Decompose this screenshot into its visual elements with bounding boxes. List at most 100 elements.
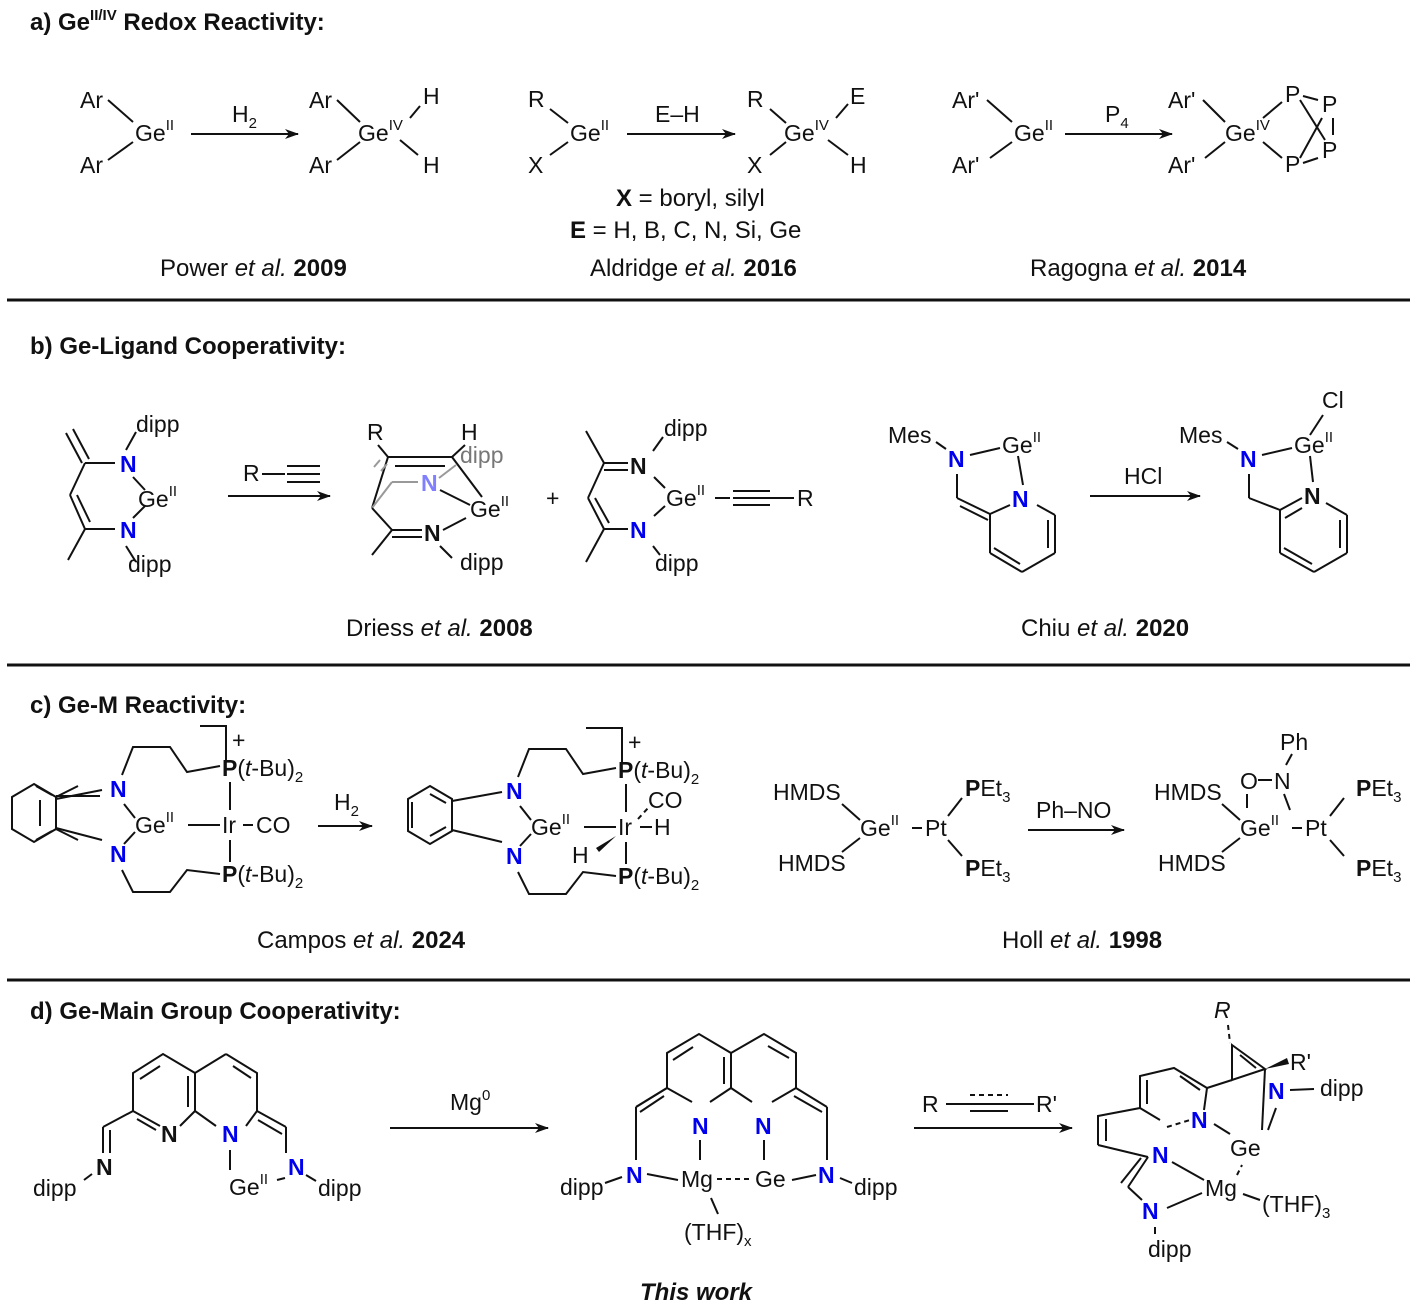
germanium-atom: GeII [1294,429,1333,458]
mesityl-label: Mes [1179,422,1222,448]
nitrogen-atom: N [120,517,137,543]
germanium-atom: GeII [860,812,899,841]
reagent-label: HCl [1124,463,1162,489]
campos-product: N N GeII P(t-Bu)2 P(t-Bu)2 Ir CO H H + [407,727,699,895]
reagent-label: Mg0 [450,1087,490,1115]
phosphorus-atom: P [1322,137,1337,163]
germanium-atom: GeII [666,482,705,511]
substituent-ar-prime: Ar' [952,87,979,113]
nitrogen-atom: N [630,453,647,479]
germanium-atom: GeII [138,483,177,512]
substituent-ar-prime: Ar' [1168,87,1195,113]
germanium-atom: GeIV [1225,117,1270,146]
carbonyl-ligand: CO [648,787,683,813]
substituent-ar-prime: Ar' [1168,152,1195,178]
iridium-atom: Ir [618,814,632,840]
citation-aldridge: Aldridge et al. 2016 [590,255,797,282]
section-c-heading: c) Ge-M Reactivity: [30,692,246,719]
nitrogen-atom: N [948,446,965,472]
dipp-label: dipp [460,442,503,468]
substituent-r: R [367,419,384,445]
reagent-label: H2 [232,101,257,132]
substituent-r: R [243,460,260,486]
section-c: c) Ge-M Reactivity: N N GeII P(t-Bu)2 P(… [11,692,1401,954]
nitrogen-atom: N [755,1113,772,1139]
hmds-label: HMDS [1158,850,1226,876]
dipp-label: dipp [664,415,707,441]
nitrogen-atom: N [1274,768,1291,794]
holl-product: HMDS HMDS GeII Pt O N Ph PEt3 PEt3 [1154,729,1401,886]
ragogna-reaction: Ar' Ar' GeII P4 Ar' Ar' GeIV P P P P Rag… [952,81,1337,282]
citation-chiu: Chiu et al. 2020 [1021,615,1189,642]
power-reaction: Ar Ar GeII H2 Ar Ar GeIV H H Power et al… [80,83,440,282]
substituent-x: X [747,152,762,178]
hydrogen-atom: H [423,152,440,178]
chlorine-atom: Cl [1322,387,1344,413]
hydrogen-atom: H [850,152,867,178]
nitrogen-atom: N [288,1154,305,1180]
citation-campos: Campos et al. 2024 [257,927,466,954]
hydrogen-atom: H [461,419,478,445]
hmds-label: HMDS [773,779,841,805]
campos-starting-material: N N GeII P(t-Bu)2 P(t-Bu)2 Ir CO + [11,725,303,893]
nitrogen-atom: N [96,1154,113,1180]
substituent-r-prime: R' [1036,1091,1057,1117]
nitrogen-atom: N [1268,1078,1285,1104]
germanium-atom: Ge [1230,1135,1261,1161]
citation-ragogna: Ragogna et al. 2014 [1030,255,1247,282]
phosphine-ligand: PEt3 [1356,855,1401,886]
nitrogen-atom: N [424,520,441,546]
dipp-label: dipp [33,1175,76,1201]
mg-ge-complex: N N N N Mg Ge dipp dipp (THF)x [560,1032,897,1250]
nitrogen-atom: N [110,776,127,802]
citation-holl: Holl et al. 1998 [1002,927,1162,954]
substituent-r: R [528,86,545,112]
phosphorus-atom: P [1285,151,1300,177]
dipp-label: dipp [854,1174,897,1200]
holl-starting-material: HMDS HMDS GeII Pt PEt3 PEt3 [773,775,1010,886]
germanium-atom: GeII [135,809,174,838]
section-d: d) Ge-Main Group Cooperativity: N N N di… [30,997,1363,1306]
germanium-atom: GeII [1002,429,1041,458]
nitrogen-atom: N [1152,1142,1169,1168]
element-e: E [850,83,865,109]
nitrogen-atom: N [1191,1107,1208,1133]
germanium-atom: GeII [229,1171,268,1200]
substituent-ar: Ar [309,152,332,178]
hydride-ligand: H [654,814,671,840]
citation-driess: Driess et al. 2008 [346,615,533,642]
hydrogen-atom: H [423,83,440,109]
definition-x: X = boryl, silyl [616,185,765,212]
platinum-atom: Pt [1305,815,1327,841]
reagent-label: E–H [655,101,700,127]
wedge-bond [596,836,616,852]
oxygen-atom: O [1240,768,1258,794]
nitrogen-atom: N [626,1162,643,1188]
section-a-heading: a) GeII/IV Redox Reactivity: [30,7,325,36]
substituent-r-prime: R' [1290,1049,1311,1075]
reagent-label: H2 [334,789,359,820]
dipp-label: dipp [560,1174,603,1200]
section-b-heading: b) Ge-Ligand Cooperativity: [30,333,346,360]
nitrogen-atom: N [421,470,438,496]
phosphorus-atom: P [1285,81,1300,107]
section-d-heading: d) Ge-Main Group Cooperativity: [30,998,401,1025]
germanium-atom: GeIV [358,117,403,146]
dipp-label: dipp [460,549,503,575]
substituent-ar-prime: Ar' [952,152,979,178]
plus-sign: + [546,485,559,511]
germanium-atom: GeII [531,811,570,840]
phenyl-label: Ph [1280,729,1308,755]
naphthyridine-germylene: N N N dipp GeII N dipp [33,1052,361,1201]
substituent-ar: Ar [80,87,103,113]
substituent-ar: Ar [309,87,332,113]
cationic-charge: + [628,729,641,755]
definition-e: E = H, B, C, N, Si, Ge [570,217,801,244]
citation-power: Power et al. 2009 [160,255,347,282]
substituent-r: R [1214,997,1231,1023]
germanium-atom: GeII [1240,812,1279,841]
nitrogen-atom: N [1012,486,1029,512]
germanium-atom: GeIV [784,117,829,146]
phosphine-ligand: PEt3 [965,775,1010,806]
cationic-charge: + [232,727,245,753]
